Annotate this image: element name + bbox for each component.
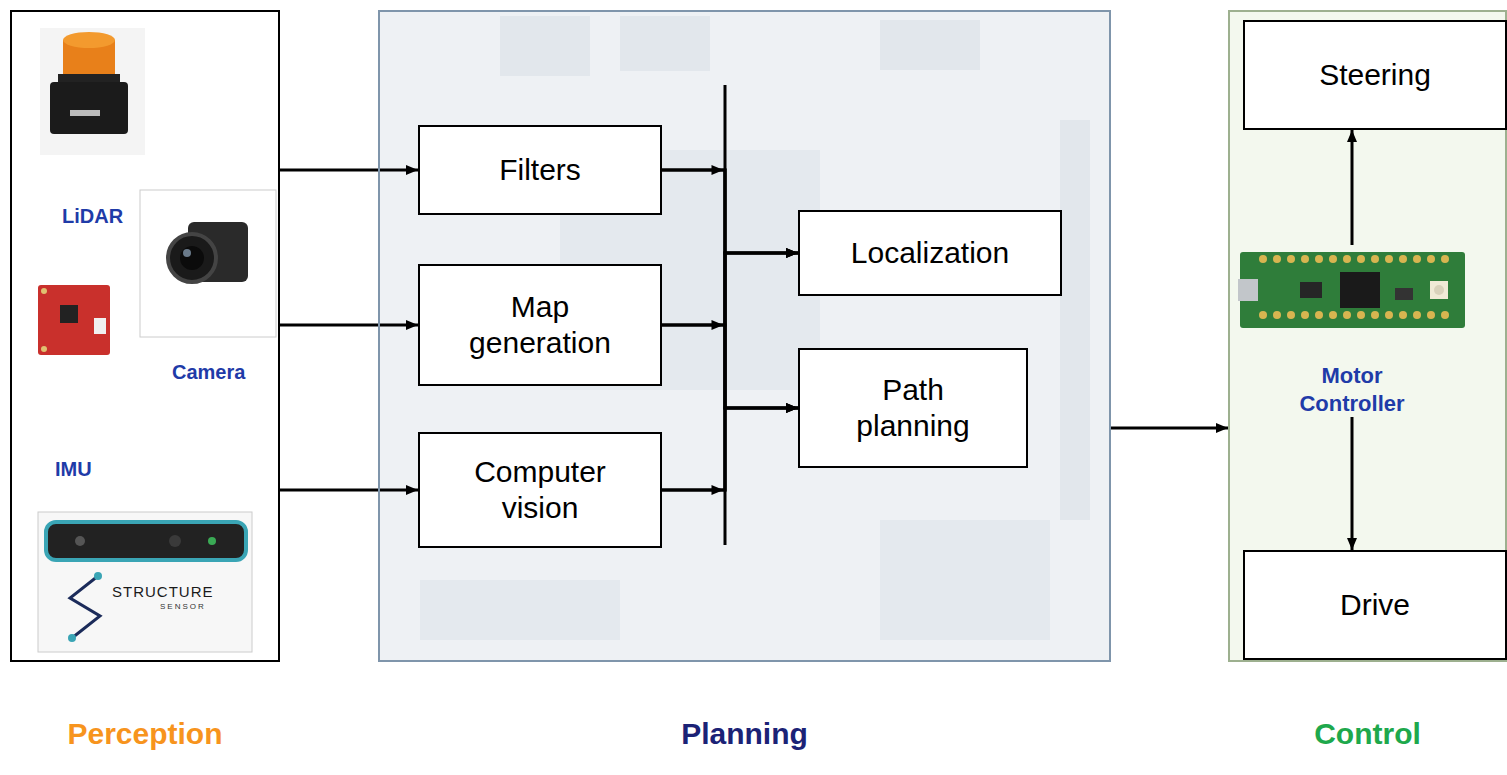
controller-chip [1340, 272, 1380, 308]
process-box: Steering [1243, 20, 1507, 130]
box-text: Localization [851, 235, 1009, 271]
logo-mark [70, 576, 100, 638]
process-box: Filters [418, 125, 662, 215]
lidar-top [63, 32, 115, 48]
arrow-connector [662, 325, 798, 408]
box-text: Map generation [453, 289, 628, 361]
arrow-connector [1351, 417, 1354, 550]
sensor-bar [46, 522, 246, 560]
board-ground [379, 11, 1110, 661]
stage-panel: Perception [10, 10, 280, 662]
lidar-body [50, 82, 128, 134]
sensor-lens [75, 536, 85, 546]
logo-text: SENSOR [160, 602, 206, 611]
board-label: Motor Controller [1287, 362, 1417, 417]
arrow-connector [1111, 427, 1228, 430]
arrow-connector [1351, 130, 1354, 245]
photo-ground [40, 28, 145, 155]
stage-heading: Perception [12, 716, 278, 752]
controller-node: Motor Controller [1236, 245, 1468, 417]
bus-arrowhead [712, 165, 724, 175]
logo-dot [94, 572, 102, 580]
usb-port [1238, 279, 1258, 301]
box-text: Computer vision [453, 454, 628, 526]
process-box: Localization [798, 210, 1062, 296]
board-connector [500, 16, 590, 76]
arrow-connector [662, 253, 798, 490]
process-box: Drive [1243, 550, 1507, 660]
box-text: Steering [1319, 57, 1431, 93]
pin-row [1256, 308, 1452, 322]
imu-chip [60, 305, 78, 323]
lidar-tag [70, 110, 100, 116]
photo-frame [38, 512, 252, 652]
box-text: Drive [1340, 587, 1410, 623]
part-name: Camera [172, 361, 245, 384]
stage-panel: PlanningFiltersMap generationComputer vi… [378, 10, 1111, 662]
reset-button [1430, 281, 1448, 299]
control-ground [1229, 11, 1507, 661]
board-header [1060, 120, 1090, 520]
small-chip [1395, 288, 1413, 300]
board-chip [420, 580, 620, 640]
arrow-connector [280, 489, 418, 492]
arrow-connector [662, 170, 798, 408]
logo-text: STRUCTURE [112, 583, 214, 600]
arrow-connector [280, 324, 418, 327]
arrow-connector [662, 170, 798, 253]
small-chip [1300, 282, 1322, 298]
reset-button [1434, 285, 1444, 295]
board-caption: Motor Controller [1236, 362, 1468, 417]
box-text: Filters [499, 152, 581, 188]
stage-heading: Planning [380, 716, 1109, 752]
board-slot [880, 520, 1050, 640]
box-text: Path planning [831, 372, 996, 444]
mount-hole [41, 346, 47, 352]
imu-board [38, 285, 110, 355]
controller-board [1240, 252, 1465, 328]
part-name: IMU [55, 458, 92, 481]
logo-dot [68, 634, 76, 642]
pin-row [1256, 252, 1452, 266]
arrow-connector [662, 408, 798, 490]
process-box: Map generation [418, 264, 662, 386]
process-box: Computer vision [418, 432, 662, 548]
arrow-connector [280, 169, 418, 172]
bus-arrowhead [712, 485, 724, 495]
photo-frame [140, 190, 276, 337]
board-connector [880, 20, 980, 70]
camera-lens [180, 246, 204, 270]
sensor-led [208, 537, 216, 545]
board-connector [620, 16, 710, 71]
stage-heading: Control [1230, 716, 1505, 752]
lens-glint [183, 249, 191, 257]
imu-connector [94, 318, 106, 334]
arrow-connector [662, 253, 798, 325]
process-box: Path planning [798, 348, 1028, 468]
camera-lens [168, 234, 216, 282]
stage-panel: ControlSteeringMotor ControllerDrive [1228, 10, 1507, 662]
mount-hole [41, 288, 47, 294]
part-name: LiDAR [62, 205, 123, 228]
bus-arrowhead [712, 320, 724, 330]
sensor-lens [169, 535, 181, 547]
